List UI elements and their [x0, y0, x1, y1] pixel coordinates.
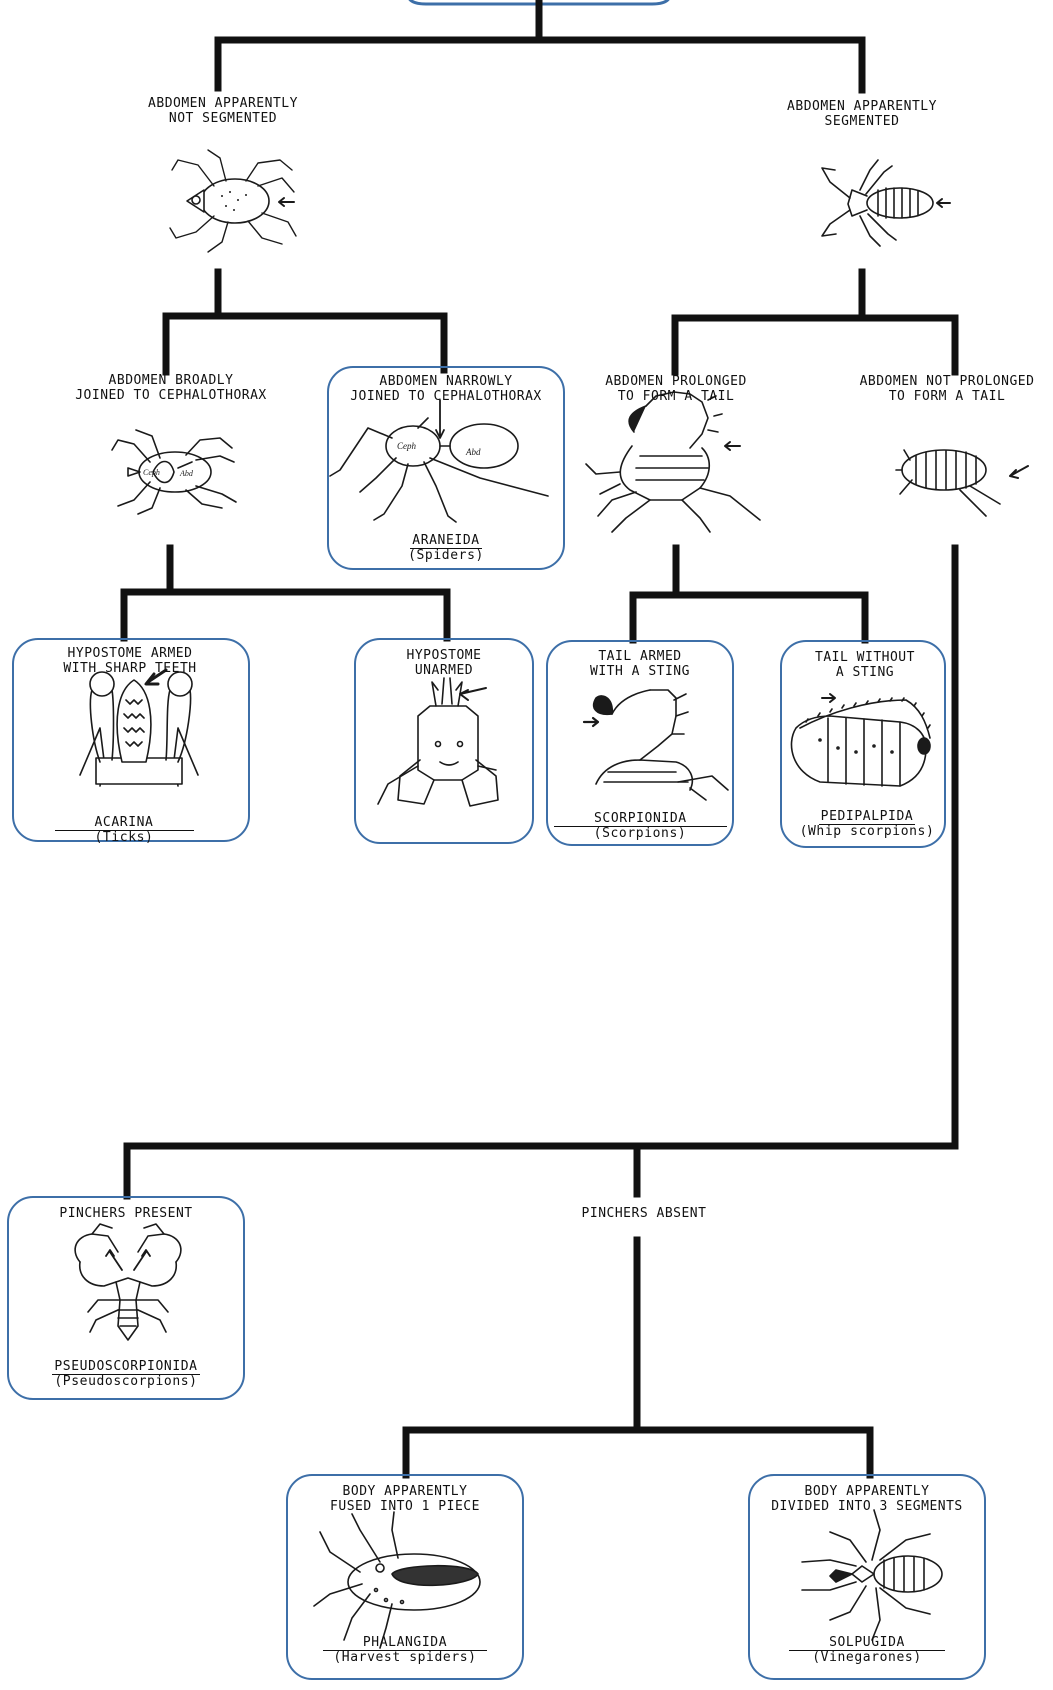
tick-drawing	[169, 149, 297, 253]
order-pedipalpida: PEDIPALPIDA (Whip scorpions)	[792, 810, 942, 839]
order-common-name: (Pseudoscorpions)	[54, 1374, 198, 1389]
order-name: PHALANGIDA	[322, 1636, 488, 1651]
criterion-body-fused: BODY APPARENTLY FUSED INTO 1 PIECE	[330, 1484, 480, 1514]
spider-drawing: Ceph Abd	[329, 399, 549, 523]
order-acarina: ACARINA (Ticks)	[44, 816, 204, 845]
criterion-abdomen-narrowly-joined: ABDOMEN NARROWLY JOINED TO CEPHALOTHORAX	[350, 374, 542, 404]
scorpion-tail-drawing	[585, 391, 761, 533]
harvest-spider-drawing	[313, 1511, 481, 1649]
box-pseudoscorpionida	[7, 1196, 245, 1400]
box-araneida	[327, 366, 565, 570]
ceph-label: Ceph	[397, 441, 416, 451]
criterion-tail-sting: TAIL ARMED WITH A STING	[590, 649, 690, 679]
abd-label-small: Abd	[179, 469, 194, 478]
criterion-abdomen-not-prolonged: ABDOMEN NOT PROLONGED TO FORM A TAIL	[859, 374, 1035, 404]
criterion-abdomen-broadly-joined: ABDOMEN BROADLY JOINED TO CEPHALOTHORAX	[75, 373, 267, 403]
hypostome-armed-drawing	[79, 668, 199, 787]
order-name: SCORPIONIDA	[554, 812, 727, 827]
criterion-abdomen-prolonged: ABDOMEN PROLONGED TO FORM A TAIL	[605, 374, 747, 404]
box-phalangida	[286, 1474, 524, 1680]
criterion-pinchers-absent: PINCHERS ABSENT	[581, 1206, 707, 1221]
box-acarina	[12, 638, 250, 842]
order-scorpionida: SCORPIONIDA (Scorpions)	[554, 812, 727, 841]
criterion-hypostome-armed: HYPOSTOME ARMED WITH SHARP TEETH	[63, 646, 197, 676]
order-name: SOLPUGIDA	[789, 1636, 945, 1651]
order-common-name: (Scorpions)	[593, 826, 687, 841]
scorpion-sting-drawing	[582, 689, 729, 801]
order-name: ARANEIDA	[410, 533, 482, 549]
order-araneida: ARANEIDA (Spiders)	[386, 534, 506, 563]
criterion-abdomen-not-segmented: ABDOMEN APPARENTLY NOT SEGMENTED	[148, 96, 298, 126]
box-pedipalpida	[780, 640, 946, 848]
order-common-name: (Whip scorpions)	[799, 824, 935, 839]
order-name: PEDIPALPIDA	[818, 809, 916, 825]
criterion-body-three-segments: BODY APPARENTLY DIVIDED INTO 3 SEGMENTS	[771, 1484, 963, 1514]
connector-lines	[120, 0, 959, 1479]
ceph-label-small: Ceph	[143, 468, 160, 477]
order-common-name: (Spiders)	[408, 548, 484, 563]
criterion-hypostome-unarmed: HYPOSTOME UNARMED	[406, 648, 482, 678]
order-common-name: (Vinegarones)	[812, 1650, 922, 1665]
criterion-abdomen-segmented: ABDOMEN APPARENTLY SEGMENTED	[787, 99, 937, 129]
criterion-tail-no-sting: TAIL WITHOUT A STING	[815, 650, 915, 680]
pseudoscorpion-drawing	[74, 1223, 182, 1341]
solpugid-drawing	[801, 1509, 943, 1641]
criterion-pinchers-present: PINCHERS PRESENT	[59, 1206, 193, 1221]
segmented-arachnid-drawing	[821, 159, 951, 247]
box-hypostome-unarmed	[354, 638, 534, 844]
box-scorpionida	[546, 640, 734, 846]
order-name: ACARINA	[54, 816, 194, 831]
order-pseudoscorpionida: PSEUDOSCORPIONIDA (Pseudoscorpions)	[36, 1360, 216, 1389]
hypostome-unarmed-drawing	[377, 677, 499, 807]
broadly-joined-drawing: Ceph Abd	[111, 429, 237, 515]
order-phalangida: PHALANGIDA (Harvest spiders)	[305, 1636, 505, 1665]
abd-label: Abd	[465, 447, 481, 457]
whip-scorpion-drawing	[790, 693, 931, 787]
order-solpugida: SOLPUGIDA (Vinegarones)	[782, 1636, 952, 1665]
order-common-name: (Ticks)	[94, 830, 154, 845]
order-common-name: (Harvest spiders)	[333, 1650, 477, 1665]
abdomen-not-prolonged-drawing	[895, 449, 1029, 517]
box-solpugida	[748, 1474, 986, 1680]
order-name: PSEUDOSCORPIONIDA	[52, 1359, 200, 1375]
